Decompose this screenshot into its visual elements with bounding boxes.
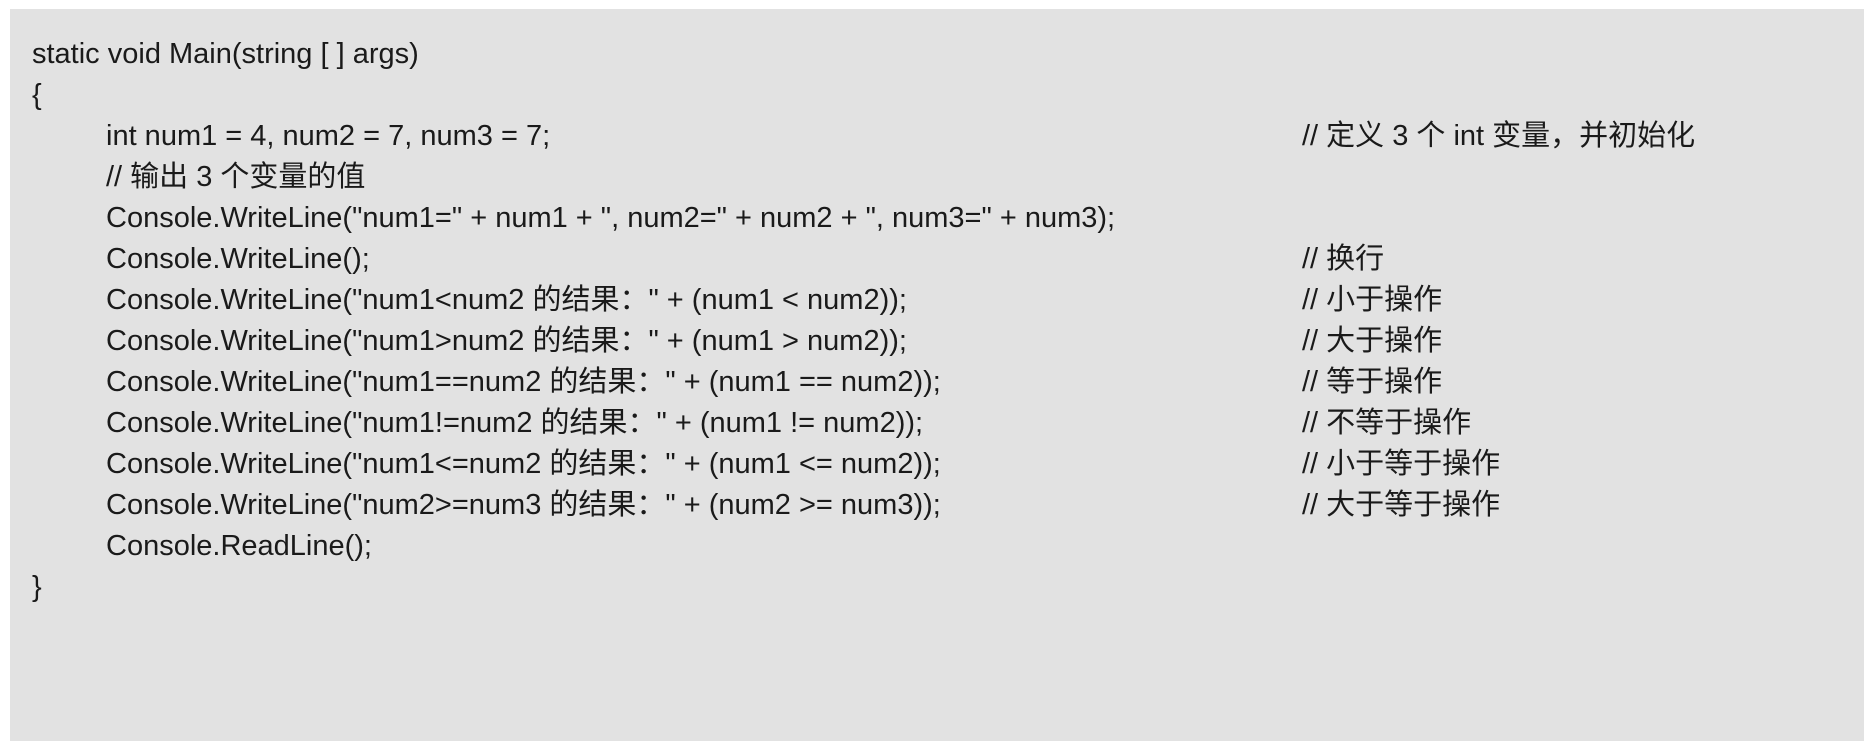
code-line-writeline-empty: Console.WriteLine(); [106,243,370,275]
comment-declare-vars: // 定义 3 个 int 变量，并初始化 [1302,120,1696,152]
code-line-equal: Console.WriteLine("num1==num2 的结果：" + (n… [106,366,941,398]
comment-less-equal: // 小于等于操作 [1302,448,1501,480]
code-line-greater-equal: Console.WriteLine("num2>=num3 的结果：" + (n… [106,489,941,521]
code-listing: static void Main(string [ ] args) { int … [10,9,1864,741]
comment-equal: // 等于操作 [1302,366,1443,398]
code-line-output-comment: // 输出 3 个变量的值 [106,161,366,193]
code-line-signature: static void Main(string [ ] args) [32,38,419,70]
code-line-declare-vars: int num1 = 4, num2 = 7, num3 = 7; [106,120,551,152]
comment-newline: // 换行 [1302,243,1385,275]
code-line-open-brace: { [32,79,42,111]
code-line-writeline-values: Console.WriteLine("num1=" + num1 + ", nu… [106,202,1116,234]
code-line-greater-than: Console.WriteLine("num1>num2 的结果：" + (nu… [106,325,907,357]
comment-not-equal: // 不等于操作 [1302,407,1472,439]
comment-greater-than: // 大于操作 [1302,325,1443,357]
code-line-readline: Console.ReadLine(); [106,530,372,562]
comment-less-than: // 小于操作 [1302,284,1443,316]
code-line-less-than: Console.WriteLine("num1<num2 的结果：" + (nu… [106,284,907,316]
code-line-close-brace: } [32,571,42,603]
code-line-not-equal: Console.WriteLine("num1!=num2 的结果：" + (n… [106,407,924,439]
code-line-less-equal: Console.WriteLine("num1<=num2 的结果：" + (n… [106,448,941,480]
comment-greater-equal: // 大于等于操作 [1302,489,1501,521]
